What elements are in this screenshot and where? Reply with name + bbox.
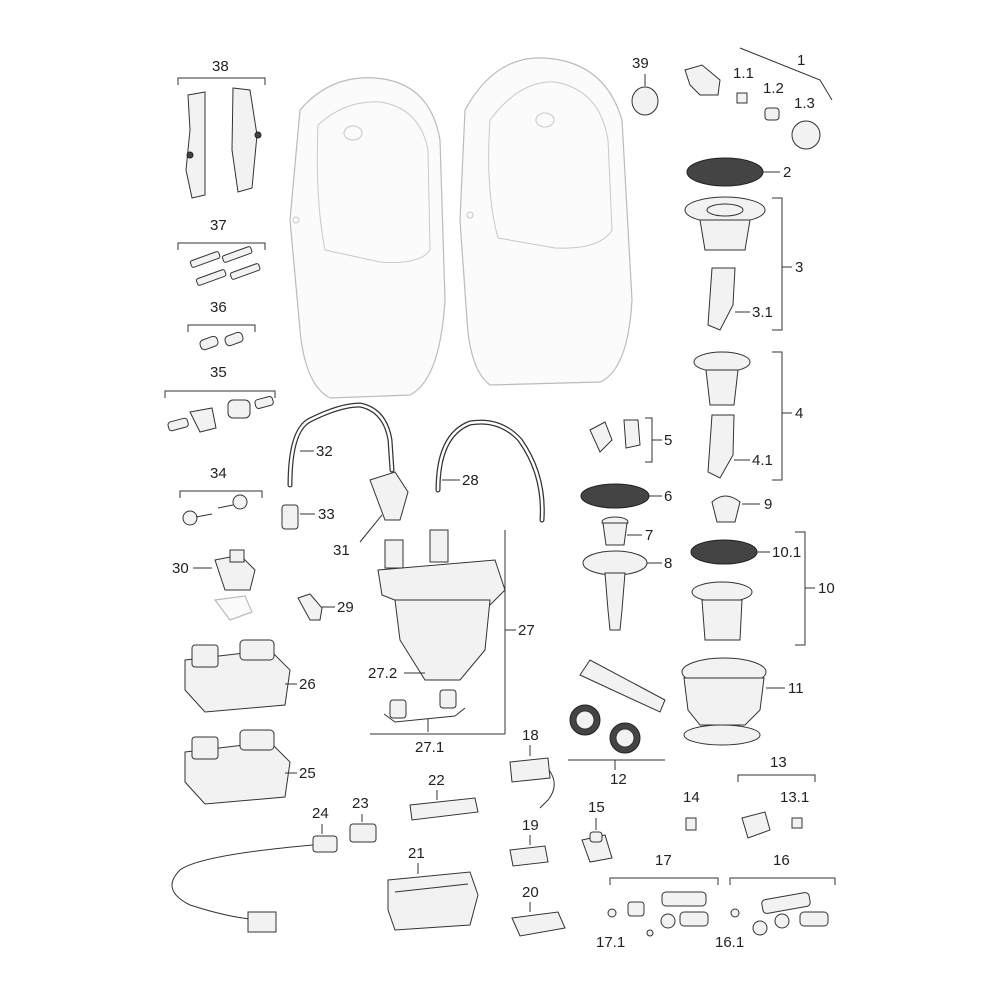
label-32: 32 xyxy=(316,443,333,460)
label-12: 12 xyxy=(610,771,627,788)
label-4-1: 4.1 xyxy=(752,452,773,469)
part-3-drain: 3 3.1 xyxy=(684,196,803,331)
label-5: 5 xyxy=(664,432,672,449)
part-32-hose: 32 xyxy=(287,402,395,488)
label-34: 34 xyxy=(210,465,227,482)
label-37: 37 xyxy=(210,217,227,234)
urinal-bowl-right xyxy=(459,57,633,386)
label-18: 18 xyxy=(522,727,539,744)
label-8: 8 xyxy=(664,555,672,572)
label-2: 2 xyxy=(783,164,791,181)
part-22-sensor-strip: 22 xyxy=(409,772,479,821)
part-28-hose: 28 xyxy=(435,419,545,523)
label-17: 17 xyxy=(655,852,672,869)
part-18-power-supply: 18 xyxy=(509,727,555,809)
label-14: 14 xyxy=(683,789,700,806)
part-1-elbow-set: 1 1.1 1.2 1.3 xyxy=(684,47,833,150)
label-1: 1 xyxy=(797,52,805,69)
part-31-t-fitting: 31 xyxy=(333,471,409,559)
part-11-trap-body: 11 xyxy=(681,657,804,746)
part-10-drain-trap: 10.1 10 xyxy=(690,531,835,646)
part-16-connector-set: 16 16.1 xyxy=(715,852,836,951)
label-29: 29 xyxy=(337,599,354,616)
label-33: 33 xyxy=(318,506,335,523)
label-13: 13 xyxy=(770,754,787,771)
label-9: 9 xyxy=(764,496,772,513)
label-28: 28 xyxy=(462,472,479,489)
label-16: 16 xyxy=(773,852,790,869)
label-39: 39 xyxy=(632,55,649,72)
label-16-1: 16.1 xyxy=(715,934,744,951)
part-38-mounting-plates: 38 xyxy=(177,58,266,199)
part-19-battery: 19 xyxy=(509,817,549,867)
part-13-valve-set: 13 13.1 xyxy=(737,754,816,839)
part-6-strainer: 6 xyxy=(580,483,672,509)
part-26-control-unit: 26 xyxy=(184,639,316,713)
part-30-valve: 30 xyxy=(172,549,256,621)
label-1-2: 1.2 xyxy=(763,80,784,97)
part-34-bolts: 34 xyxy=(179,465,263,526)
part-12-pipe-set: 12 xyxy=(568,659,666,788)
part-24-cable: 24 xyxy=(171,805,338,933)
label-1-1: 1.1 xyxy=(733,65,754,82)
part-39-cap: 39 xyxy=(631,55,659,116)
part-25-control-unit: 25 xyxy=(184,729,316,805)
label-23: 23 xyxy=(352,795,369,812)
part-29-elbow: 29 xyxy=(297,593,354,621)
part-35-valves: 35 xyxy=(164,364,276,433)
label-15: 15 xyxy=(588,799,605,816)
label-30: 30 xyxy=(172,560,189,577)
part-14-nipple: 14 xyxy=(683,789,700,831)
part-17-connector-set: 17 17.1 xyxy=(596,852,719,951)
label-27-2: 27.2 xyxy=(368,665,397,682)
part-4-drain: 4 4.1 xyxy=(693,351,803,481)
label-25: 25 xyxy=(299,765,316,782)
label-36: 36 xyxy=(210,299,227,316)
label-21: 21 xyxy=(408,845,425,862)
part-21-electronics: 21 xyxy=(387,845,479,931)
urinal-bowl-left xyxy=(289,77,446,399)
label-3: 3 xyxy=(795,259,803,276)
part-8-funnel: 8 xyxy=(582,550,672,631)
part-33-fitting: 33 xyxy=(281,504,335,530)
label-3-1: 3.1 xyxy=(752,304,773,321)
part-7-insert: 7 xyxy=(601,516,653,546)
label-20: 20 xyxy=(522,884,539,901)
label-22: 22 xyxy=(428,772,445,789)
label-27-1: 27.1 xyxy=(415,739,444,756)
label-38: 38 xyxy=(212,58,229,75)
label-10-1: 10.1 xyxy=(772,544,801,561)
label-6: 6 xyxy=(664,488,672,505)
part-2-strainer: 2 xyxy=(686,157,791,187)
label-13-1: 13.1 xyxy=(780,789,809,806)
label-35: 35 xyxy=(210,364,227,381)
label-7: 7 xyxy=(645,527,653,544)
label-27: 27 xyxy=(518,622,535,639)
label-19: 19 xyxy=(522,817,539,834)
label-17-1: 17.1 xyxy=(596,934,625,951)
label-26: 26 xyxy=(299,676,316,693)
label-4: 4 xyxy=(795,405,803,422)
label-1-3: 1.3 xyxy=(794,95,815,112)
label-24: 24 xyxy=(312,805,329,822)
part-15-valve: 15 xyxy=(581,799,613,863)
part-36-plugs: 36 xyxy=(187,299,256,351)
label-11: 11 xyxy=(788,680,804,697)
part-23-connector: 23 xyxy=(349,795,377,843)
label-10: 10 xyxy=(818,580,835,597)
part-27-housing: 27 27.2 27.1 xyxy=(368,529,535,756)
part-37-screws: 37 xyxy=(177,217,266,286)
part-20-cover: 20 xyxy=(511,884,566,937)
part-9-cap: 9 xyxy=(711,495,772,523)
part-5-clips: 5 xyxy=(589,417,672,463)
label-31: 31 xyxy=(333,542,350,559)
